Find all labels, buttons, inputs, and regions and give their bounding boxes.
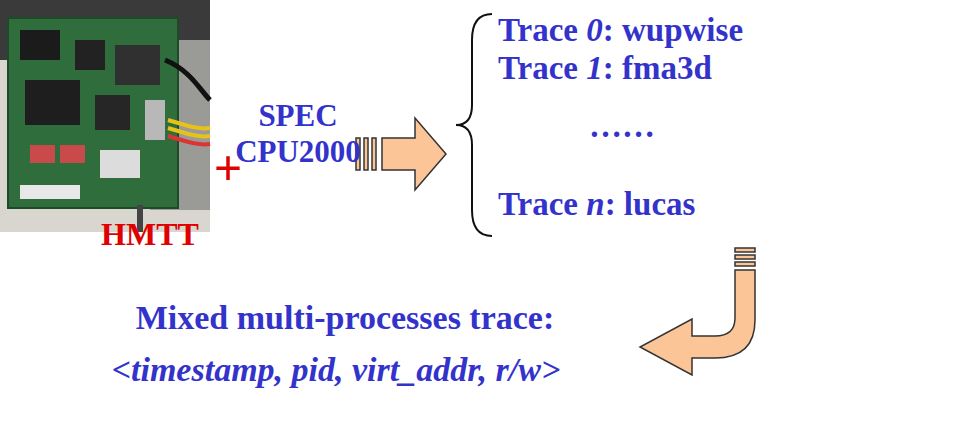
trace-item: Trace 1: fma3d (498, 50, 712, 88)
trace-format: <timestamp, pid, virt_addr, r/w> (112, 350, 561, 389)
device-name: HMTT (101, 216, 199, 253)
curved-arrow (640, 248, 755, 375)
board-photo (0, 0, 210, 232)
block-arrow (356, 118, 446, 190)
benchmark-name: SPEC CPU2000 (208, 98, 388, 169)
trace-heading: Mixed multi-processes trace: (136, 298, 555, 337)
trace-item: Trace n: lucas (498, 186, 695, 224)
curly-brace (456, 14, 492, 236)
trace-item: Trace 0: wupwise (498, 12, 743, 50)
ellipsis: …… (589, 108, 655, 146)
